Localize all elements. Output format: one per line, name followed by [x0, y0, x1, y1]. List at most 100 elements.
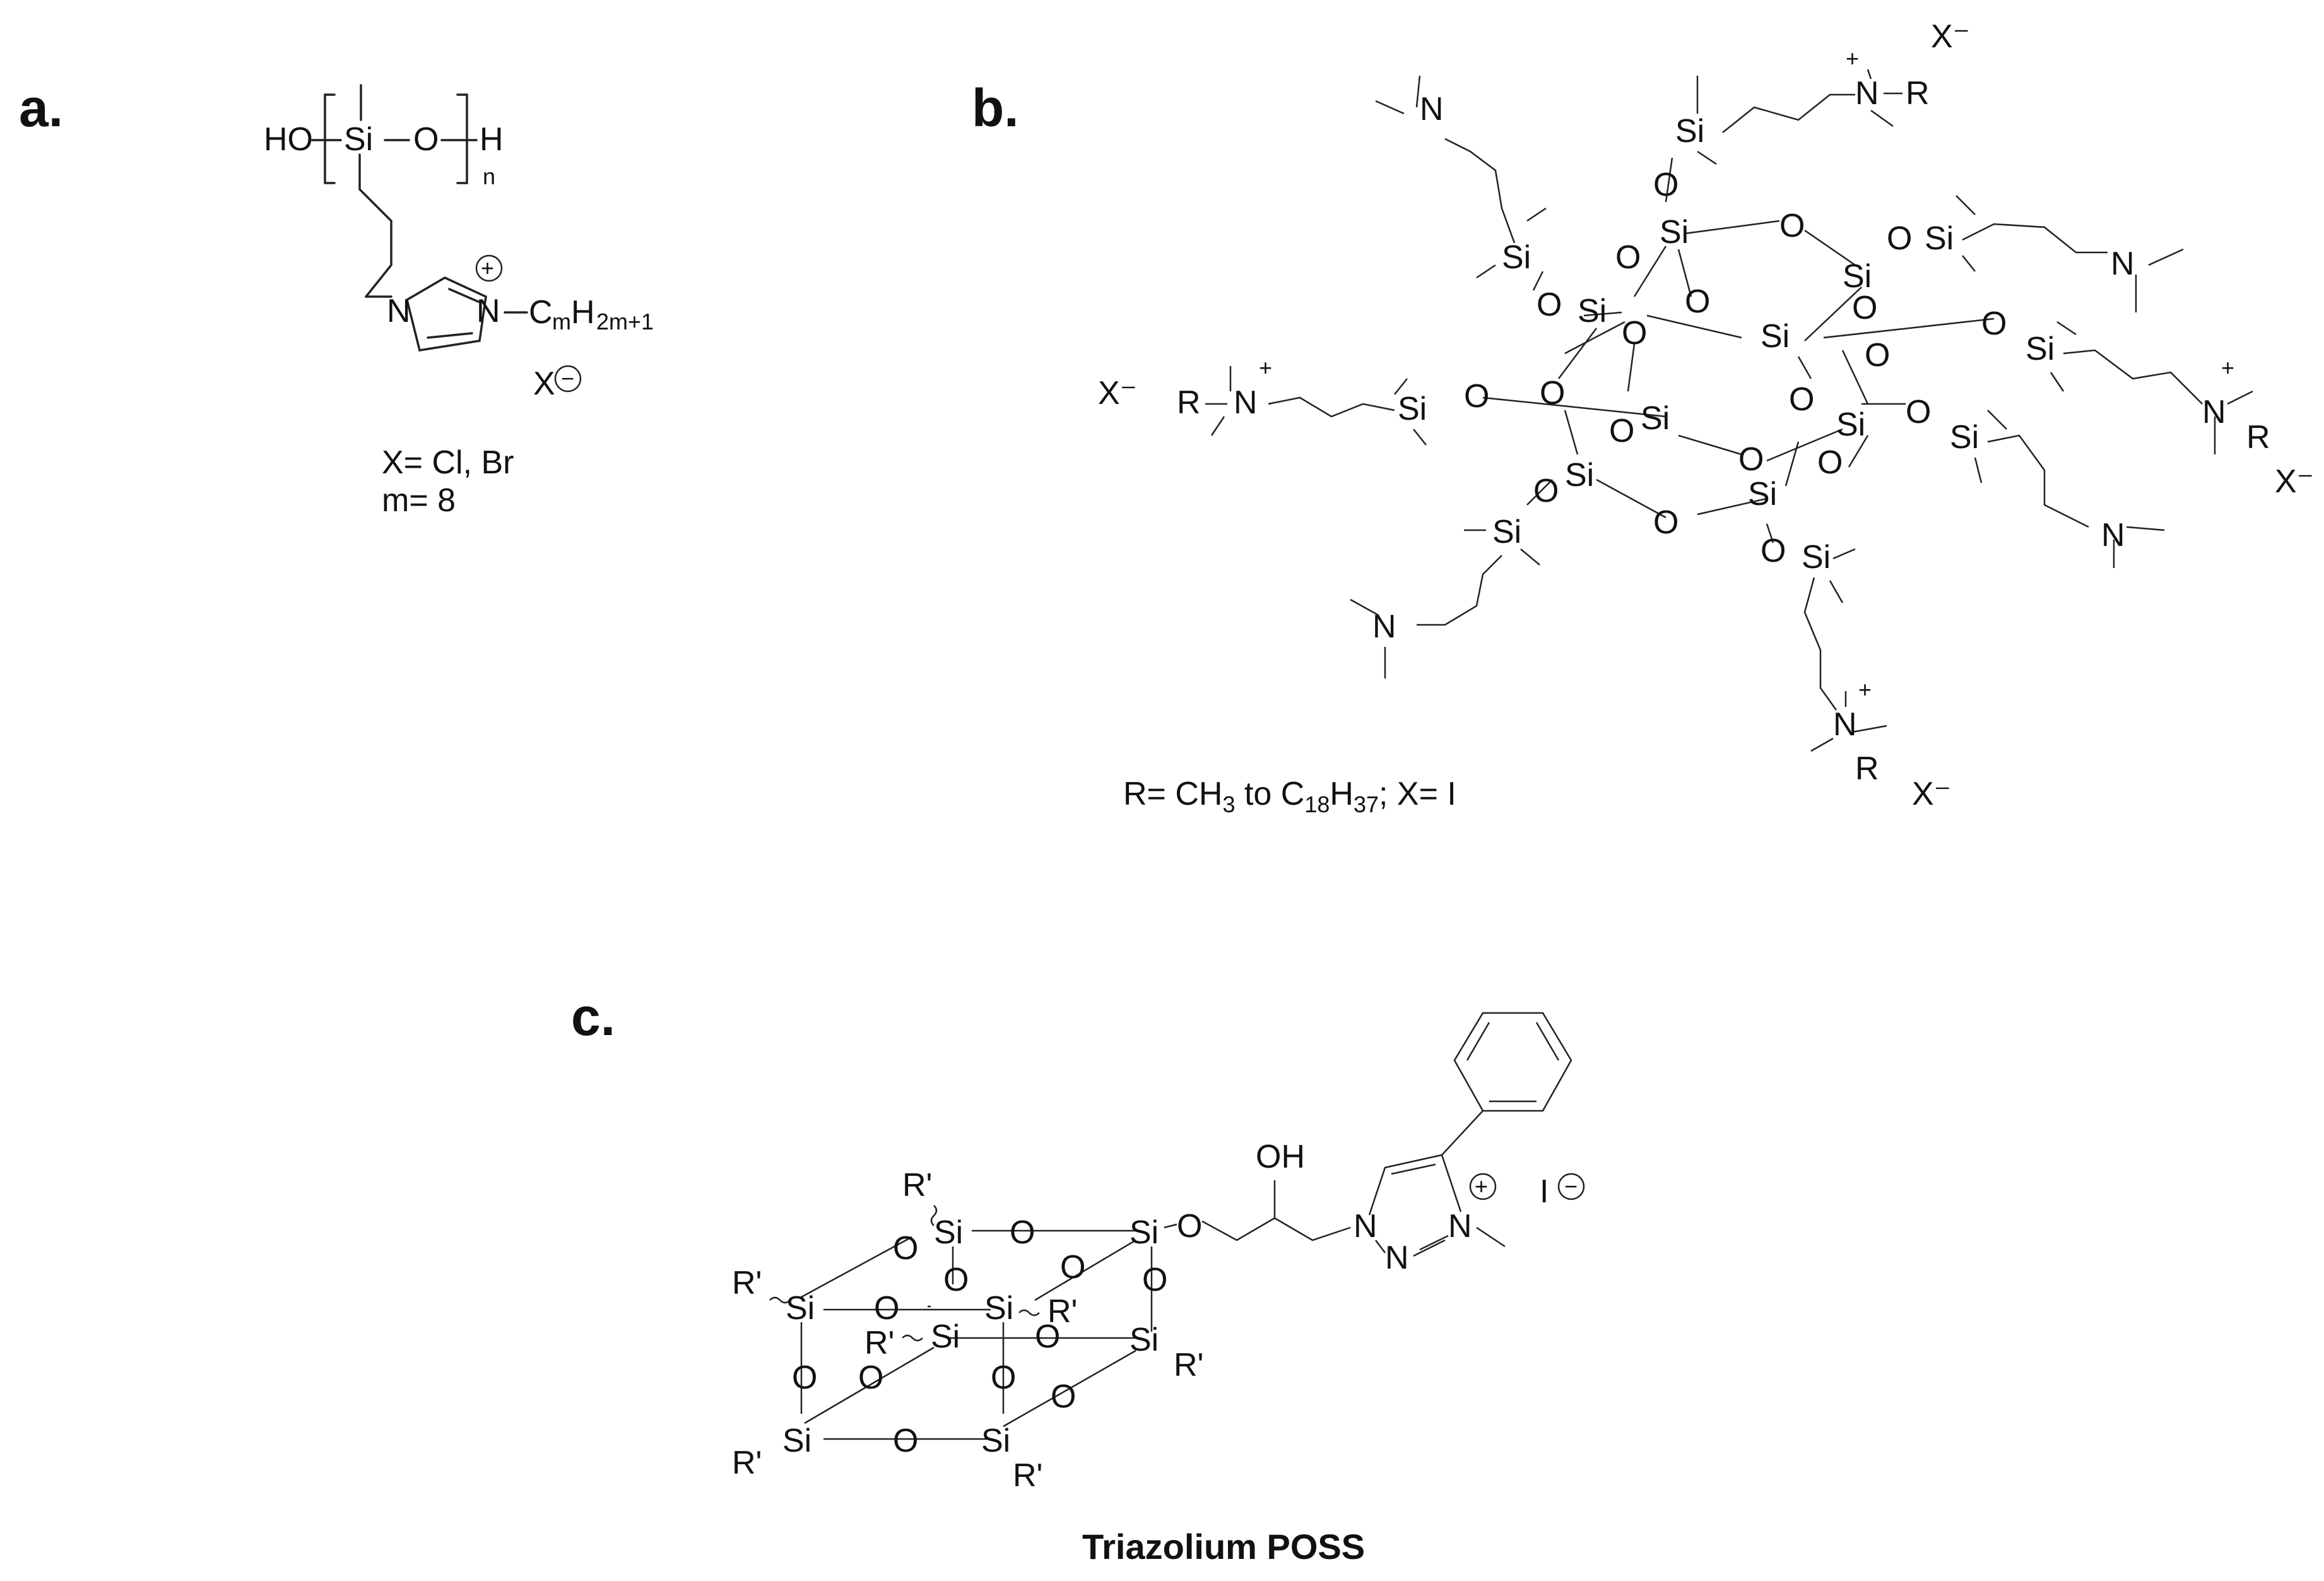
b-n-right1: N — [2111, 246, 2135, 282]
c-si-6: Si — [1130, 1322, 1159, 1358]
a-n-sub: n — [483, 163, 495, 189]
a-repeat-bracket — [311, 84, 478, 298]
b-plus-right2: + — [2221, 355, 2234, 381]
b-o-right2: O — [1981, 305, 2007, 342]
c-o-10: O — [991, 1359, 1016, 1396]
c-minus-circle — [1557, 1173, 1585, 1200]
c-o-8: O — [792, 1359, 817, 1396]
c-o-6: O — [874, 1290, 899, 1327]
c-o-9: O — [858, 1359, 883, 1396]
b-r-left: R — [1177, 384, 1201, 421]
a-n1: N — [387, 293, 411, 329]
b-n-top: N — [1855, 75, 1879, 112]
c-o-7: O — [1035, 1318, 1060, 1355]
b-n-bl: N — [1372, 608, 1396, 645]
b-o-12: O — [1653, 504, 1678, 541]
c-o-3: O — [1060, 1249, 1085, 1286]
b-note-sub3: 37 — [1354, 791, 1379, 817]
b-cage-atoms: Si Si Si Si Si Si Si Si O O O O O O O O … — [1540, 208, 1890, 541]
b-o-9: O — [1609, 413, 1634, 449]
b-note-sub2: 18 — [1304, 791, 1330, 817]
b-si-7: Si — [1565, 457, 1594, 494]
c-cage-atoms: Si Si Si Si Si Si Si Si O O O O O O O O … — [782, 1214, 1167, 1459]
a-plus: + — [481, 255, 494, 281]
c-si-8: Si — [981, 1423, 1010, 1459]
b-n-right3: N — [2101, 517, 2125, 554]
b-o-top: O — [1653, 167, 1678, 203]
svg-text:R= CH3 to C18H37; X= I: R= CH3 to C18H37; X= I — [1123, 776, 1456, 817]
b-n-ul: N — [1420, 91, 1444, 127]
b-anion-bottom: X⁻ — [1912, 776, 1951, 812]
b-o-ul: O — [1537, 287, 1562, 323]
panel-a: a. HO Si O H n N N + C m H 2m+1 — [19, 78, 654, 519]
b-o-3: O — [1685, 283, 1710, 320]
b-anion-top: X⁻ — [1931, 18, 1970, 55]
b-si-right1: Si — [1925, 220, 1954, 257]
panel-a-label: a. — [19, 78, 63, 138]
panel-b: b. — [972, 18, 2314, 817]
b-si-left: Si — [1398, 391, 1427, 427]
c-rp-6: R' — [732, 1445, 762, 1481]
b-o-6: O — [1865, 337, 1890, 374]
a-minus: − — [561, 365, 574, 391]
b-o-1: O — [1779, 208, 1805, 244]
c-o-12: O — [893, 1423, 918, 1459]
c-plus: + — [1475, 1173, 1488, 1199]
c-rp-3: R' — [1047, 1293, 1077, 1330]
a-m-sub: m — [552, 309, 571, 335]
c-si-3: Si — [786, 1290, 815, 1327]
b-propyl-arms — [1210, 75, 2253, 752]
c-o-4: O — [1142, 1262, 1167, 1298]
c-plus-circle — [1469, 1173, 1497, 1200]
b-n-left: N — [1234, 384, 1258, 421]
b-si-right3: Si — [1950, 419, 1979, 456]
b-o-4: O — [1852, 290, 1877, 326]
a-chain-c: C — [529, 294, 553, 331]
b-note-text4: ; X= I — [1379, 776, 1456, 812]
b-o-left: O — [1464, 378, 1489, 415]
c-si-1: Si — [934, 1214, 963, 1251]
b-plus-top: + — [1846, 45, 1859, 71]
b-si-5: Si — [1641, 400, 1670, 437]
b-pendant-linkers: O Si O Si O Si O Si O Si O Si O Si O Si — [1398, 113, 2055, 576]
c-si-7: Si — [782, 1423, 811, 1459]
a-note-1: X= Cl, Br — [382, 444, 514, 481]
b-note: R= CH3 to C18H37; X= I — [1123, 776, 1456, 817]
c-caption: Triazolium POSS — [1082, 1527, 1365, 1566]
c-n1: N — [1354, 1208, 1377, 1245]
b-si-4: Si — [1761, 318, 1790, 355]
b-plus-left: + — [1259, 355, 1272, 381]
c-iodide: I — [1540, 1173, 1548, 1210]
c-rp-5: R' — [1174, 1347, 1203, 1383]
b-o-8: O — [1789, 381, 1814, 418]
b-si-3: Si — [1578, 293, 1607, 329]
a-ho: HO — [264, 121, 313, 158]
a-o: O — [413, 121, 439, 158]
b-o-10: O — [1738, 441, 1764, 478]
b-si-top: Si — [1675, 113, 1704, 150]
a-plus-circle — [475, 254, 503, 282]
b-si-bottom: Si — [1802, 539, 1831, 576]
c-substituents: R' R' R' R' R' R' R' — [732, 1167, 1203, 1494]
b-o-11: O — [1817, 444, 1843, 481]
b-o-bottom: O — [1761, 533, 1786, 569]
b-cage-bonds — [1482, 157, 1995, 543]
c-si-5: Si — [931, 1318, 960, 1355]
b-plus-bottom: + — [1858, 677, 1872, 702]
c-n3: N — [1448, 1208, 1472, 1245]
b-anion-right2: X⁻ — [2275, 463, 2314, 500]
b-n-bottom: N — [1833, 706, 1857, 743]
a-n3: N — [476, 293, 500, 329]
c-o-2: O — [893, 1230, 918, 1267]
a-2m1-sub: 2m+1 — [596, 309, 654, 335]
a-imidazolium-ring — [365, 276, 487, 352]
b-r-bottom: R — [1855, 750, 1879, 787]
a-anion: X — [533, 365, 555, 402]
b-si-1: Si — [1660, 214, 1689, 251]
b-r-right2: R — [2246, 419, 2270, 456]
c-si-4: Si — [984, 1290, 1013, 1327]
c-triazolium-arm: O OH N N N + I − — [1164, 1012, 1585, 1276]
c-si-2: Si — [1130, 1214, 1159, 1251]
a-si: Si — [344, 121, 373, 158]
